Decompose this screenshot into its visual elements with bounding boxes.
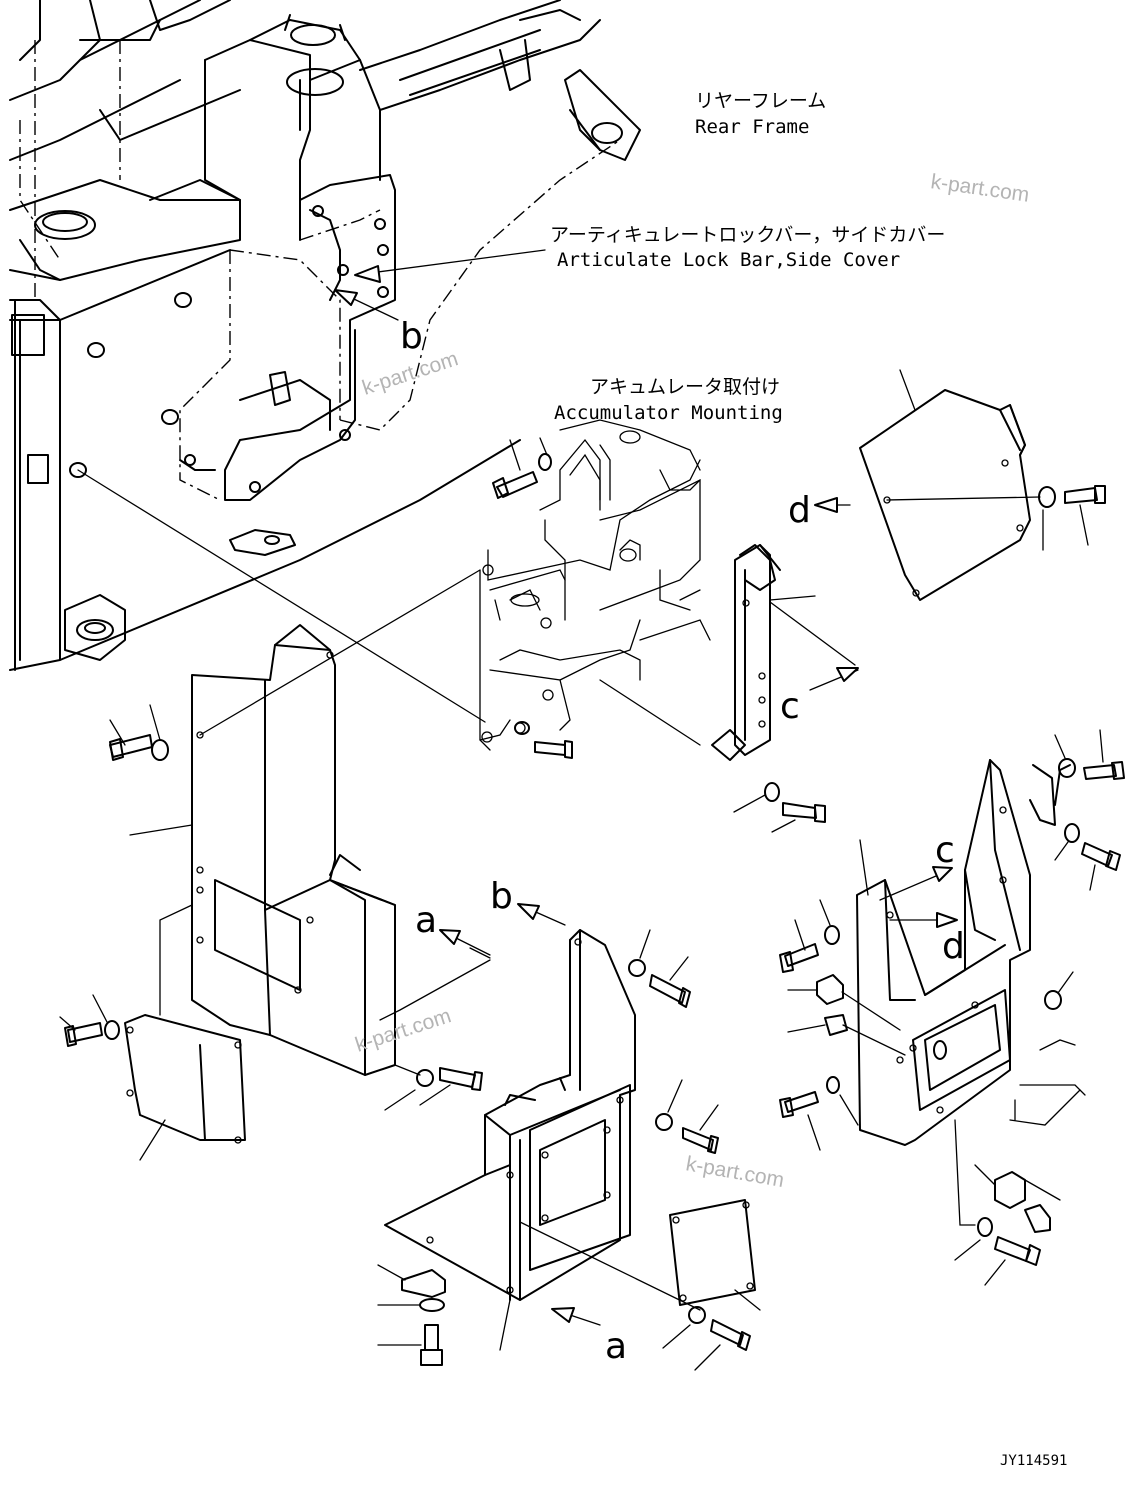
accumulator-label-en: Accumulator Mounting [554, 402, 783, 424]
right-side-cover-drawing [779, 729, 1125, 1286]
view-ref-c-right: c [935, 830, 955, 871]
watermark-3: k-part.com [352, 1004, 453, 1057]
lock-bar-label-jp: アーティキュレートロックバー，サイドカバー [550, 224, 945, 246]
vertical-bracket-drawing [599, 544, 856, 833]
left-tall-cover-drawing [59, 469, 491, 1161]
view-ref-a-bottom: a [605, 1326, 627, 1367]
view-ref-b-top: b [400, 316, 423, 357]
view-ref-d-right: d [942, 926, 965, 967]
annotation-labels: リヤーフレーム Rear Frame アーティキュレートロックバー，サイドカバー… [400, 90, 1067, 1469]
view-ref-c-mid: c [780, 686, 800, 727]
top-right-cover-drawing [859, 369, 1106, 601]
accumulator-label-jp: アキュムレータ取付け [590, 376, 780, 398]
rear-frame-label-jp: リヤーフレーム [695, 90, 826, 112]
drawing-code: JY114591 [1000, 1453, 1067, 1469]
view-ref-a-mid: a [415, 900, 437, 941]
rear-frame-drawing [9, 0, 641, 671]
leader-lines [334, 249, 958, 1326]
rear-frame-label-en: Rear Frame [695, 116, 809, 138]
view-ref-d-left: d [788, 490, 811, 531]
watermark-4: k-part.com [684, 1152, 786, 1192]
accumulator-mounting-drawing [479, 419, 711, 759]
view-ref-b-bottom: b [490, 876, 513, 917]
watermark-1: k-part.com [929, 170, 1030, 207]
bottom-center-box-drawing [377, 929, 761, 1371]
lock-bar-label-en: Articulate Lock Bar,Side Cover [557, 249, 900, 271]
